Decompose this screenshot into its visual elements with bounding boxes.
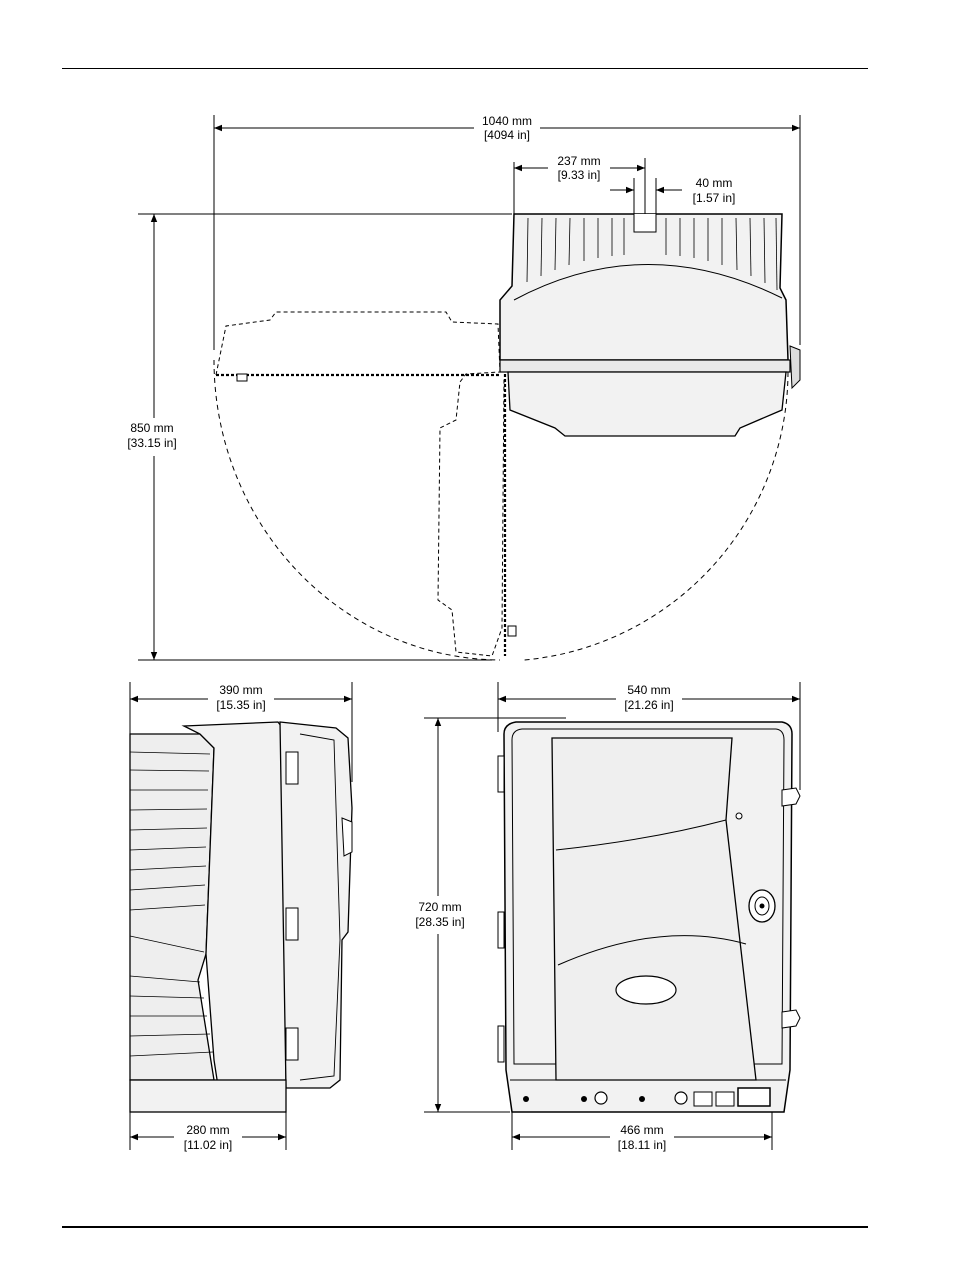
- dim-720-in: [28.35 in]: [415, 915, 464, 929]
- enclosure-door-shell: [508, 372, 786, 436]
- hinge-mark-lower: [508, 626, 516, 636]
- front-latch-top: [782, 788, 800, 806]
- dim-280-in: [11.02 in]: [184, 1138, 232, 1152]
- top-view: 1040 mm [4094 in] 237 mm [9.33 in] 40 mm…: [127, 114, 800, 660]
- dim-1040-mm: 1040 mm: [482, 114, 532, 128]
- front-port-3: [595, 1092, 607, 1104]
- dim-390-in: [15.35 in]: [216, 698, 265, 712]
- header-rule: [62, 68, 868, 69]
- side-hinge-bottom: [286, 1028, 298, 1060]
- front-connector-1: [694, 1092, 712, 1106]
- front-lock: [749, 890, 775, 922]
- front-port-4: [639, 1096, 645, 1102]
- enclosure-latch: [790, 346, 800, 388]
- dim-40-in: [1.57 in]: [693, 191, 736, 205]
- enclosure-door-band: [500, 360, 790, 372]
- side-latch: [342, 818, 352, 856]
- dim-237-in: [9.33 in]: [558, 168, 601, 182]
- side-base: [130, 1080, 286, 1112]
- hinge-mark: [237, 374, 247, 381]
- front-connector-2: [716, 1092, 734, 1106]
- dim-466-mm: 466 mm: [620, 1123, 663, 1137]
- front-indicator-dot: [736, 813, 742, 819]
- dim-720-mm: 720 mm: [418, 900, 461, 914]
- front-hinge-top: [498, 756, 504, 792]
- side-view: 390 mm [15.35 in] 280 mm [11.02 in]: [130, 682, 352, 1152]
- dim-540-mm: 540 mm: [627, 683, 670, 697]
- dim-1040-in: [4094 in]: [484, 128, 530, 142]
- side-hinge-middle: [286, 908, 298, 940]
- dim-850-mm: 850 mm: [130, 421, 173, 435]
- front-logo-oval: [616, 976, 676, 1004]
- dim-540-in: [21.26 in]: [624, 698, 673, 712]
- front-latch-bottom: [782, 1010, 800, 1028]
- enclosure-top-notch: [634, 214, 656, 232]
- dim-280-mm: 280 mm: [186, 1123, 229, 1137]
- dim-850-in: [33.15 in]: [127, 436, 176, 450]
- side-hinge-top: [286, 752, 298, 784]
- enclosure-top-body: [500, 214, 788, 360]
- door-swing-arc: [214, 360, 500, 660]
- front-hinge-middle: [498, 912, 504, 948]
- dim-390-mm: 390 mm: [219, 683, 262, 697]
- front-port-1: [523, 1096, 529, 1102]
- dim-237-mm: 237 mm: [557, 154, 600, 168]
- front-window: [552, 738, 756, 1080]
- dim-40-mm: 40 mm: [696, 176, 733, 190]
- front-port-5: [675, 1092, 687, 1104]
- footer-rule: [62, 1226, 868, 1228]
- front-hinge-bottom: [498, 1026, 504, 1062]
- door-open-outline: [216, 312, 504, 656]
- front-port-2: [581, 1096, 587, 1102]
- dim-466-in: [18.11 in]: [618, 1138, 666, 1152]
- front-connector-3: [738, 1088, 770, 1106]
- front-view: 540 mm [21.26 in] 720 mm [28.35 in] 466 …: [415, 682, 800, 1152]
